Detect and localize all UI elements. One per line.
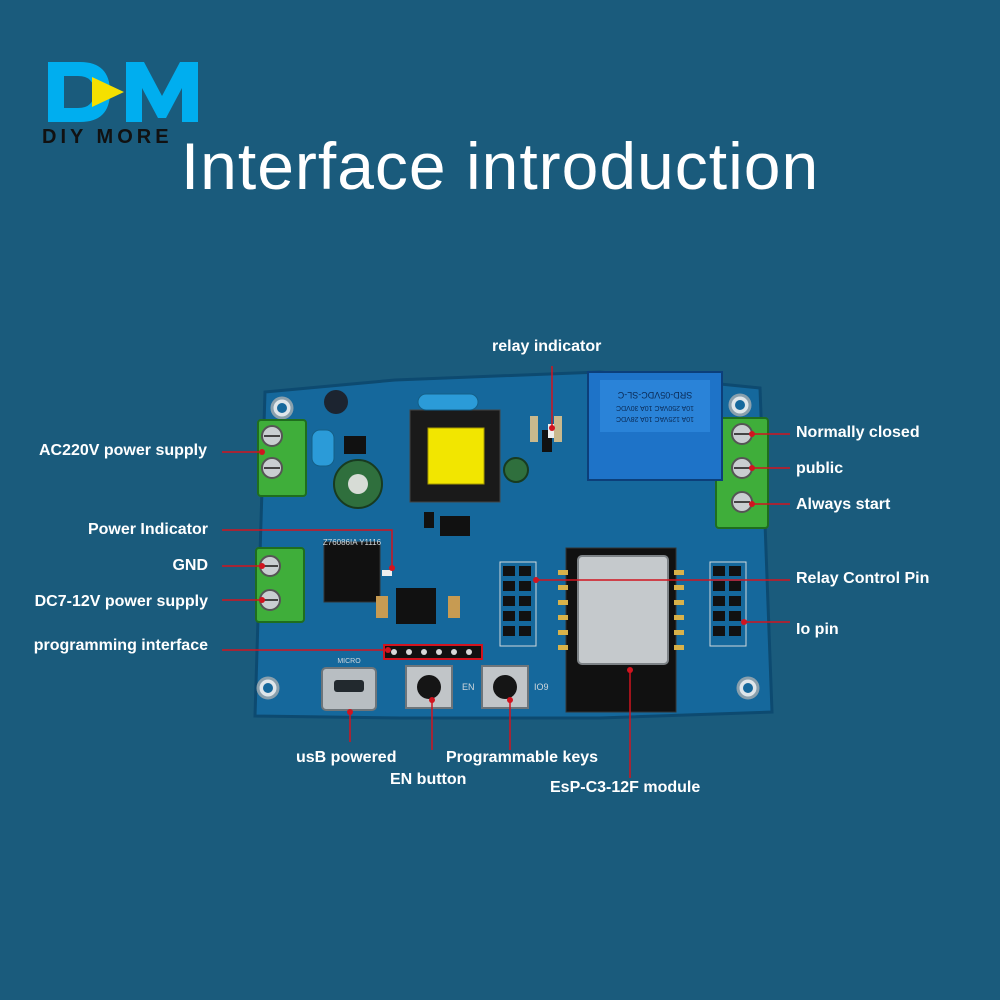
- usb-marking: MICRO: [337, 658, 361, 665]
- label-always-start: Always start: [796, 496, 891, 513]
- label-usb-powered: usB powered: [296, 749, 397, 766]
- x-capacitor: [311, 429, 335, 467]
- programming-header: [383, 644, 483, 660]
- relay-rating: 10A 250VAC 10A 30VDC: [616, 404, 694, 411]
- io9-button-part: IO9: [481, 665, 549, 709]
- label-en-button: EN button: [390, 771, 467, 788]
- relay-rating: 10A 125VAC 10A 28VDC: [616, 415, 694, 422]
- dc-terminal-block: [255, 547, 305, 623]
- label-programming-interface: programming interface: [33, 637, 208, 654]
- electrolytic-capacitor: [503, 457, 529, 483]
- thermistor: [324, 390, 348, 414]
- io9-silkscreen: IO9: [534, 682, 549, 692]
- en-button-part: EN: [405, 665, 475, 709]
- diymore-logo-icon: [48, 62, 198, 122]
- page-title: Interface introduction: [180, 129, 820, 203]
- relay: SRD-05VDC-SL-C 10A 250VAC 10A 30VDC 10A …: [587, 371, 723, 481]
- label-esp-module: EsP-C3-12F module: [550, 779, 701, 796]
- label-ac-power: AC220V power supply: [38, 442, 207, 459]
- gpio-header-right: [709, 561, 747, 647]
- label-power-indicator: Power Indicator: [87, 521, 208, 538]
- relay-led: [548, 424, 554, 438]
- regulator-marking: Z76086IA Y1116: [323, 538, 382, 547]
- ac-terminal-block: [257, 419, 307, 497]
- label-public: public: [796, 460, 844, 477]
- label-relay-control-pin: Relay Control Pin: [796, 570, 930, 587]
- voltage-regulator: Z76086IA Y1116: [323, 538, 460, 624]
- label-gnd: GND: [172, 557, 208, 574]
- power-led: [382, 570, 392, 576]
- label-relay-indicator: relay indicator: [492, 338, 602, 355]
- gpio-header-left: [499, 561, 537, 647]
- varistor: [417, 393, 479, 411]
- label-dc-power: DC7-12V power supply: [34, 593, 208, 610]
- label-programmable-keys: Programmable keys: [446, 749, 599, 766]
- esp-module: [558, 547, 684, 713]
- label-io-pin: Io pin: [796, 621, 839, 638]
- transformer: [409, 409, 501, 503]
- label-normally-closed: Normally closed: [796, 424, 920, 441]
- brand-name: DIY MORE: [42, 126, 173, 148]
- relay-marking: SRD-05VDC-SL-C: [617, 390, 692, 400]
- micro-usb-port: MICRO: [321, 658, 377, 711]
- pointer-lines: [222, 366, 790, 778]
- pointer-dots: [259, 425, 755, 715]
- en-silkscreen: EN: [462, 682, 475, 692]
